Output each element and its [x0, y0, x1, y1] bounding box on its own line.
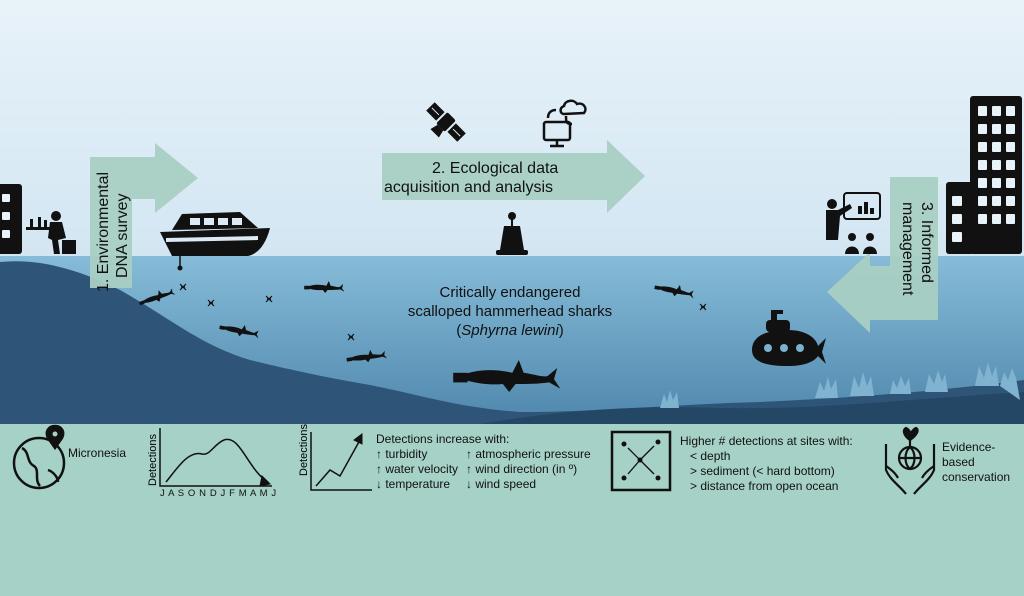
- building-window: [1006, 196, 1015, 206]
- trend-right-list: ↑ atmospheric pressure ↑ wind direction …: [466, 447, 591, 492]
- step3-label: 3. Informed management: [898, 202, 936, 312]
- building-window: [1006, 106, 1015, 116]
- location-label: Micronesia: [68, 446, 127, 460]
- buoy-icon: [496, 212, 528, 255]
- species-latin-name: Sphyrna lewini: [461, 322, 559, 339]
- seafloor-shadow: [480, 392, 1024, 424]
- building-window: [978, 178, 987, 188]
- building-window: [978, 142, 987, 152]
- species-line1: Critically endangered: [439, 284, 581, 301]
- sites-item-2: > distance from open ocean: [690, 479, 839, 493]
- trend-title: Detections increase with:: [376, 432, 510, 446]
- building-window: [978, 196, 987, 206]
- step1-line2: DNA survey: [114, 193, 131, 278]
- building-window: [992, 106, 1001, 116]
- submarine-icon: [752, 310, 826, 366]
- building-window: [978, 106, 987, 116]
- evidence-line2: based: [942, 455, 975, 469]
- step2-line1: 2. Ecological data: [432, 160, 559, 177]
- trend-left-1: ↑ water velocity: [376, 462, 459, 476]
- sites-item-1: > sediment (< hard bottom): [690, 464, 835, 478]
- building-window: [1006, 160, 1015, 170]
- trend-ylabel: Detections: [298, 424, 310, 476]
- seasonal-months: J A S O N D J F M A M J: [160, 488, 277, 499]
- building-window: [992, 178, 1001, 188]
- trend-right-1: ↑ wind direction (in º): [466, 462, 578, 476]
- step2-label: 2. Ecological data acquisition and analy…: [384, 159, 660, 197]
- building-window: [1006, 178, 1015, 188]
- hands-globe-icon: [884, 426, 936, 495]
- building-window: [992, 196, 1001, 206]
- trend-right-0: ↑ atmospheric pressure: [466, 447, 591, 461]
- trend-left-0: ↑ turbidity: [376, 447, 428, 461]
- sites-item-0: < depth: [690, 449, 731, 463]
- arrow-step3: [827, 177, 938, 333]
- building-window: [978, 214, 987, 224]
- sites-map-icon: [610, 430, 672, 492]
- step1-label: 1. Environmental DNA survey: [94, 142, 132, 292]
- scientist-icon: [26, 211, 76, 254]
- bottom-panel: [0, 424, 1024, 596]
- building-window: [992, 214, 1001, 224]
- building-window: [992, 142, 1001, 152]
- building-window: [978, 160, 987, 170]
- arrow-step2: [382, 140, 645, 213]
- sites-title: Higher # detections at sites with:: [680, 434, 853, 448]
- boat-icon: [160, 212, 270, 271]
- computer-cloud-icon: [542, 99, 587, 148]
- building-window: [1006, 142, 1015, 152]
- satellite-icon: [426, 102, 466, 142]
- building-windows: [978, 106, 1015, 224]
- trend-left-2: ↓ temperature: [376, 477, 451, 491]
- evidence-line3: conservation: [942, 470, 1011, 484]
- building-window: [992, 160, 1001, 170]
- building-left-icon: [0, 184, 22, 254]
- species-latin: (Sphyrna lewini): [456, 322, 564, 339]
- trend-left-list: ↑ turbidity ↑ water velocity ↓ temperatu…: [376, 447, 458, 492]
- seasonal-ylabel: Detections: [147, 434, 159, 486]
- building-window: [978, 124, 987, 134]
- sites-list: < depth > sediment (< hard bottom) > dis…: [690, 449, 838, 494]
- species-title: Critically endangered scalloped hammerhe…: [360, 283, 660, 340]
- step3-line2: management: [899, 202, 916, 296]
- presenter-icon: [826, 192, 881, 254]
- seafloor: [0, 261, 1024, 424]
- evidence-label: Evidence- based conservation: [942, 440, 1010, 485]
- seasonal-chart: [159, 428, 272, 487]
- species-line2: scalloped hammerhead sharks: [407, 303, 613, 320]
- coral: [660, 362, 1020, 408]
- step1-line1: 1. Environmental: [95, 171, 112, 292]
- evidence-line1: Evidence-: [942, 440, 996, 454]
- trend-chart: [310, 432, 372, 491]
- step2-line2: acquisition and analysis: [384, 179, 553, 196]
- building-window: [1006, 124, 1015, 134]
- arrow-step1: [90, 143, 198, 288]
- globe-pin-icon: [12, 424, 66, 490]
- building-window: [992, 124, 1001, 134]
- building-window: [1006, 214, 1015, 224]
- trend-right-2: ↓ wind speed: [466, 477, 537, 491]
- step3-line1: 3. Informed: [918, 202, 935, 283]
